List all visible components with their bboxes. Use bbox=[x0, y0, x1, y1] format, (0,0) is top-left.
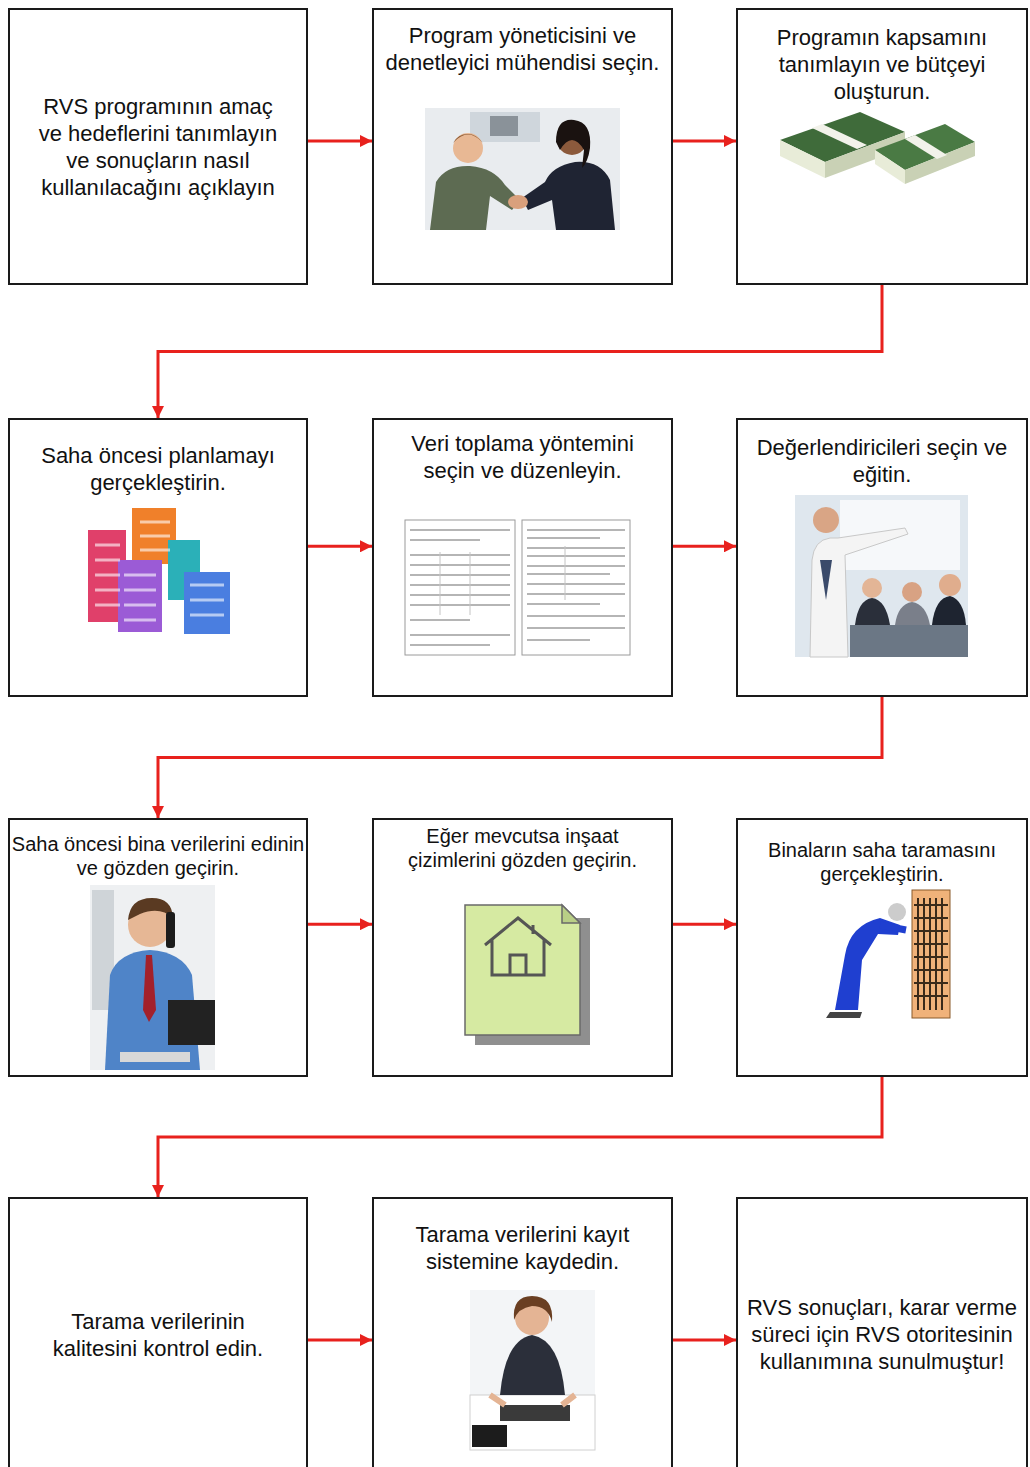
house-outline bbox=[485, 918, 551, 975]
box-text: Programın kapsamını tanımlayın ve bütçey… bbox=[751, 24, 1013, 105]
box-text: Program yöneticisini ve denetleyici mühe… bbox=[378, 22, 668, 76]
bill-stack-front bbox=[905, 142, 975, 184]
handshake-picture bbox=[425, 108, 620, 230]
flow-arrow bbox=[673, 139, 736, 142]
seated-head bbox=[902, 582, 922, 602]
keyboard bbox=[500, 1405, 570, 1421]
process-box: Binaların saha taramasını gerçekleştirin… bbox=[736, 818, 1028, 1077]
woman-hair bbox=[556, 120, 590, 168]
meeting-room bbox=[795, 495, 968, 657]
office-monitor bbox=[490, 116, 518, 136]
box-text: Tarama verilerinin kalitesini kontrol ed… bbox=[28, 1308, 288, 1362]
shaking-hands bbox=[508, 195, 528, 209]
form-grid bbox=[440, 546, 565, 615]
process-box: Program yöneticisini ve denetleyici mühe… bbox=[372, 8, 673, 285]
process-box: Programın kapsamını tanımlayın ve bütçey… bbox=[736, 8, 1028, 285]
seated-person bbox=[895, 602, 930, 625]
man-hair bbox=[453, 134, 483, 143]
office-ground bbox=[425, 108, 620, 230]
building-wall bbox=[912, 890, 950, 1018]
man-tie bbox=[143, 955, 156, 1022]
presenter-head bbox=[813, 507, 839, 533]
flow-arrow bbox=[673, 923, 736, 926]
seated-head bbox=[862, 578, 882, 598]
flow-arrow bbox=[308, 1339, 372, 1342]
man-jacket bbox=[430, 166, 520, 230]
phone-picture bbox=[90, 885, 215, 1070]
training-picture bbox=[795, 495, 968, 657]
process-box: Saha öncesi planlamayı gerçekleştirin. bbox=[8, 418, 308, 697]
office-window bbox=[470, 112, 540, 142]
computer-monitor bbox=[472, 1425, 507, 1447]
drawing-paper bbox=[465, 905, 580, 1035]
meeting-table bbox=[850, 625, 968, 657]
worker-head bbox=[888, 903, 906, 921]
form-picture bbox=[405, 520, 630, 655]
woman-hair bbox=[514, 1296, 552, 1322]
flow-arrow bbox=[158, 285, 882, 418]
man-head bbox=[453, 133, 483, 163]
woman-arms bbox=[490, 1395, 575, 1405]
process-box: Saha öncesi bina verilerini edinin ve gö… bbox=[8, 818, 308, 1077]
form-lines bbox=[410, 530, 625, 645]
presenter-tie bbox=[820, 560, 832, 600]
screening-picture bbox=[826, 890, 950, 1018]
woman-jacket bbox=[522, 162, 615, 230]
worker-arm bbox=[880, 925, 906, 930]
office-ground bbox=[470, 1290, 595, 1450]
desk-top bbox=[470, 1395, 595, 1450]
typing-picture bbox=[470, 1290, 595, 1450]
box-text: Veri toplama yöntemini seçin ve düzenley… bbox=[388, 430, 658, 484]
computer-monitor bbox=[168, 1000, 215, 1045]
money-band bbox=[812, 124, 867, 149]
bill-stack-side bbox=[875, 150, 905, 184]
drawing-picture bbox=[465, 905, 590, 1045]
form-page bbox=[522, 520, 630, 655]
box-text: Saha öncesi bina verilerini edinin ve gö… bbox=[10, 832, 306, 880]
money-picture bbox=[780, 112, 975, 184]
worker-shoes bbox=[826, 1012, 862, 1018]
worker-body bbox=[835, 918, 900, 1010]
building-windows bbox=[95, 522, 224, 620]
box-text: Tarama verilerini kayıt sistemine kayded… bbox=[378, 1221, 668, 1275]
process-box: Değerlendiricileri seçin ve eğitin. bbox=[736, 418, 1028, 697]
box-text: Eğer mevcutsa inşaat çizimlerini gözden … bbox=[398, 824, 648, 872]
building-block bbox=[184, 572, 230, 634]
seated-head bbox=[939, 574, 961, 596]
flow-arrow bbox=[158, 697, 882, 818]
bill-stack-side bbox=[780, 140, 825, 178]
flow-arrow bbox=[308, 923, 372, 926]
box-text: RVS programının amaç ve hedeflerini tanı… bbox=[33, 93, 283, 201]
flow-arrow bbox=[308, 545, 372, 548]
process-box: Tarama verilerinin kalitesini kontrol ed… bbox=[8, 1197, 308, 1467]
woman-body bbox=[500, 1335, 565, 1395]
wall-grid bbox=[914, 898, 948, 1010]
box-text: Değerlendiricileri seçin ve eğitin. bbox=[747, 434, 1017, 488]
office-ground bbox=[90, 885, 215, 1070]
keyboard bbox=[120, 1052, 190, 1062]
process-box: RVS sonuçları, karar verme süreci için R… bbox=[736, 1197, 1028, 1467]
flow-arrow bbox=[158, 1077, 882, 1197]
box-text: Binaların saha taramasını gerçekleştirin… bbox=[740, 838, 1024, 886]
process-box: RVS programının amaç ve hedeflerini tanı… bbox=[8, 8, 308, 285]
box-text: RVS sonuçları, karar verme süreci için R… bbox=[740, 1294, 1024, 1375]
process-box: Eğer mevcutsa inşaat çizimlerini gözden … bbox=[372, 818, 673, 1077]
flow-arrow bbox=[673, 545, 736, 548]
seated-person bbox=[855, 598, 890, 625]
phone-handset bbox=[166, 912, 175, 948]
buildings-picture bbox=[88, 508, 230, 634]
flow-arrow bbox=[308, 139, 372, 142]
flow-arrow bbox=[673, 1339, 736, 1342]
process-box: Tarama verilerini kayıt sistemine kayded… bbox=[372, 1197, 673, 1467]
box-text: Saha öncesi planlamayı gerçekleştirin. bbox=[16, 442, 301, 496]
seated-person bbox=[932, 596, 966, 625]
process-box: Veri toplama yöntemini seçin ve düzenley… bbox=[372, 418, 673, 697]
paper-fold bbox=[562, 905, 580, 923]
money-band bbox=[905, 135, 947, 159]
